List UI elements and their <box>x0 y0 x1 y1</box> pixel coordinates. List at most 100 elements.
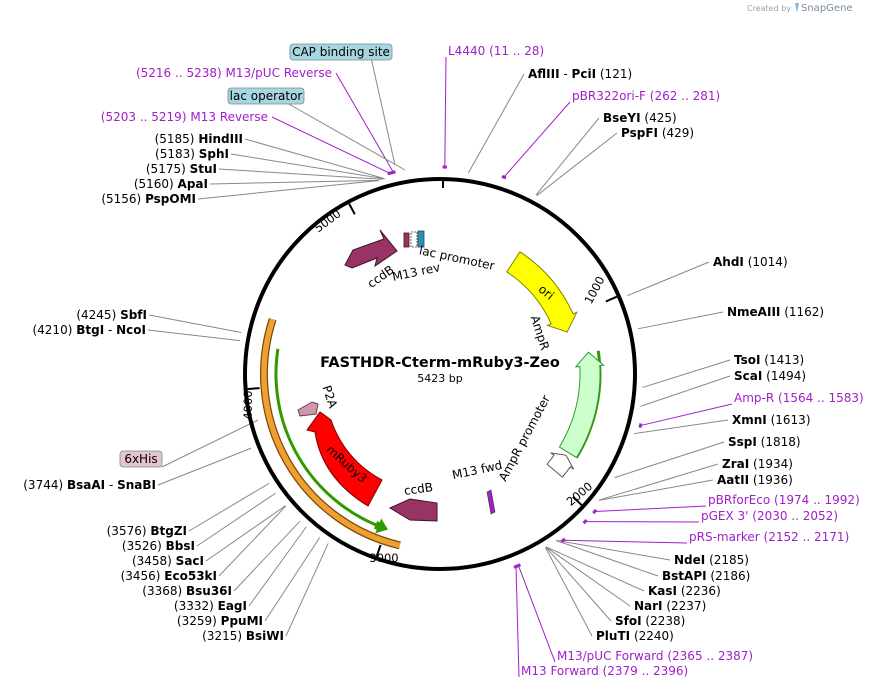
site-label-bsaai: (3744) BsaAI - SnaBI <box>23 478 156 492</box>
site-label-text: PspFI (429) <box>621 126 694 140</box>
feature-box-label: lac operator <box>230 89 303 103</box>
primer-name: M13 Forward <box>521 664 599 678</box>
site-coord: (3259) <box>177 614 217 628</box>
site-coord: (3744) <box>23 478 63 492</box>
site-name: ApaI <box>178 177 208 191</box>
site-leader-line <box>196 492 276 547</box>
site-coord: (4245) <box>76 308 116 322</box>
mruby3-feature-arrow <box>306 411 383 507</box>
primer-leader-line <box>444 56 447 168</box>
site-label-text: NmeAIII (1162) <box>727 305 824 319</box>
site-label-xmni: XmnI (1613) <box>732 413 811 427</box>
primer-coord: (2365 .. 2387) <box>667 649 753 663</box>
primer-coord: (11 .. 28) <box>489 44 544 58</box>
site-label-text: (3368) Bsu36I <box>142 584 232 598</box>
feature-box-1: lac operator <box>227 87 305 105</box>
site-label-ndei: NdeI (2185) <box>674 553 749 567</box>
site-name: HindIII <box>198 132 243 146</box>
primer-leader-line <box>517 565 556 663</box>
site-leader-line <box>545 547 593 637</box>
site-label-apai: (5160) ApaI <box>134 177 208 191</box>
site-coord: (3332) <box>174 599 214 613</box>
primer-label: pBRforEco (1974 .. 1992) <box>708 493 860 507</box>
box-leader-line <box>161 419 259 468</box>
feature-box-label: 6xHis <box>124 452 157 466</box>
site-label-text: PluTI (2240) <box>596 629 674 643</box>
site-label-pspfi: PspFI (429) <box>621 126 694 140</box>
site-label-text: (3259) PpuMI <box>177 614 263 628</box>
primer-leader-line <box>515 566 520 678</box>
site-coord: (5185) <box>155 132 195 146</box>
site-name: ScaI <box>734 369 762 383</box>
box-leader-line <box>371 59 396 166</box>
site-label-text: (5175) StuI <box>146 162 217 176</box>
site-leader-line <box>467 73 525 174</box>
site-name: BtgI <box>76 323 104 337</box>
feature-box-2: 6xHis <box>119 450 163 468</box>
primer-coord: (5203 .. 5219) <box>101 110 187 124</box>
site-leader-line <box>218 168 383 180</box>
site-leader-line <box>157 447 252 486</box>
site-label-text: (3215) BsiWI <box>202 629 284 643</box>
feature-box-bg <box>119 450 163 468</box>
plasmid-name: FASTHDR-Cterm-mRuby3-Zeo <box>320 355 560 371</box>
site-coord: (2236) <box>681 584 721 598</box>
site-coord: (3526) <box>122 539 162 553</box>
site-leader-line <box>230 153 385 180</box>
site-coord: (1936) <box>753 473 793 487</box>
site-label-text: AhdI (1014) <box>713 255 788 269</box>
m13-rev-label: M13 rev <box>391 260 441 284</box>
site-leader-line <box>598 479 714 501</box>
site-coord: (2237) <box>666 599 706 613</box>
cap-site-mark <box>417 230 425 248</box>
site-label-text: (5185) HindIII <box>155 132 243 146</box>
green-band-left <box>274 348 384 530</box>
primer-marks <box>387 165 643 569</box>
primer-leader-line <box>335 72 394 173</box>
m13-fwd-mark <box>486 489 496 515</box>
site-coord: (3576) <box>107 524 147 538</box>
site-leader-line <box>640 375 731 407</box>
site-name-2: PciI <box>572 67 597 81</box>
site-label-text: AflIII - PciI (121) <box>528 67 632 81</box>
site-name: BseYI <box>603 111 641 125</box>
site-name-2: SnaBI <box>117 478 156 492</box>
site-label-text: BseYI (425) <box>603 111 677 125</box>
site-coord: (2238) <box>645 614 685 628</box>
ccdb-top-arrow <box>344 229 398 269</box>
site-label-eco53ki: (3456) Eco53kI <box>121 569 217 583</box>
site-label-text: XmnI (1613) <box>732 413 811 427</box>
site-label-stui: (5175) StuI <box>146 162 217 176</box>
primer-mark <box>390 170 396 175</box>
site-label-text: SfoI (2238) <box>615 614 685 628</box>
site-name: PspFI <box>621 126 658 140</box>
site-leader-line <box>148 314 242 333</box>
site-label-bstapi: BstAPI (2186) <box>662 569 750 583</box>
site-dash: - <box>560 67 572 81</box>
site-label-text: (4210) BtgI - NcoI <box>32 323 146 337</box>
site-label-eagi: (3332) EagI <box>174 599 247 613</box>
backbone-circle <box>243 177 637 571</box>
ccdb-bottom-arrow <box>388 498 438 522</box>
primer-name: Amp-R <box>734 391 774 405</box>
green-band-left-arrowhead <box>373 518 388 534</box>
site-label-text: (3458) SacI <box>132 554 204 568</box>
primer-label: (5216 .. 5238) M13/pUC Reverse <box>136 66 332 80</box>
site-coord: (1818) <box>761 435 801 449</box>
lac-operator-mark <box>403 232 410 248</box>
site-leader-line <box>197 180 379 200</box>
primer-coord: (1564 .. 1583) <box>778 391 864 405</box>
m13-fwd-label: M13 fwd <box>451 458 504 482</box>
site-coord: (5160) <box>134 177 174 191</box>
primer-label: pBR322ori-F (262 .. 281) <box>572 89 720 103</box>
primer-name: M13/pUC Forward <box>557 649 664 663</box>
site-label-hindiii: (5185) HindIII <box>155 132 243 146</box>
site-coord: (2186) <box>710 569 750 583</box>
tick-mark <box>375 544 382 557</box>
site-leader-line <box>248 526 307 607</box>
site-label-bsiwi: (3215) BsiWI <box>202 629 284 643</box>
site-name: Bsu36I <box>186 584 232 598</box>
tick-mark <box>348 203 356 215</box>
site-coord: (1494) <box>766 369 806 383</box>
